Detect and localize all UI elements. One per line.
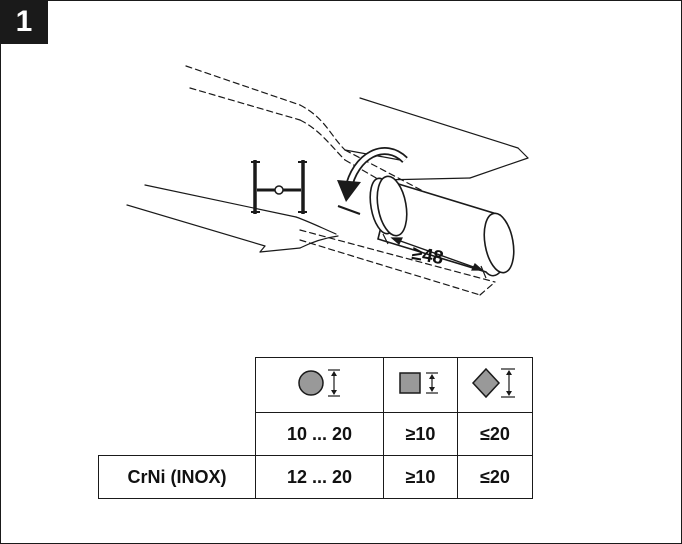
length-dimension — [382, 233, 487, 279]
row-label — [99, 413, 256, 456]
round-workpiece — [369, 175, 515, 277]
step-badge: 1 — [0, 0, 48, 44]
round-range-cell: 12 ... 20 — [255, 455, 384, 499]
square-bar-icon — [398, 371, 438, 394]
length-label: ≥48 — [410, 243, 445, 269]
table-row: 10 ... 20 ≥10 ≤20 — [99, 412, 533, 456]
lower-jaw-solid — [126, 184, 339, 253]
round-bar-icon — [297, 368, 340, 397]
diamond-range-cell: ≤20 — [457, 412, 533, 456]
diamond-range-cell: ≤20 — [457, 455, 533, 499]
upper-jaw-solid — [344, 97, 529, 181]
diamond-bar-icon — [471, 367, 515, 398]
rotate-arrow-icon — [337, 147, 408, 215]
spec-table: 10 ... 20 ≥10 ≤20 CrNi (INOX) 12 ... 20 … — [98, 357, 533, 499]
square-range-cell: ≥10 — [383, 455, 458, 499]
table-row: CrNi (INOX) 12 ... 20 ≥10 ≤20 — [98, 455, 533, 499]
round-range-cell: 10 ... 20 — [255, 412, 384, 456]
row-label: CrNi (INOX) — [98, 455, 256, 499]
square-range-cell: ≥10 — [383, 412, 458, 456]
wrench-icon — [251, 160, 307, 214]
